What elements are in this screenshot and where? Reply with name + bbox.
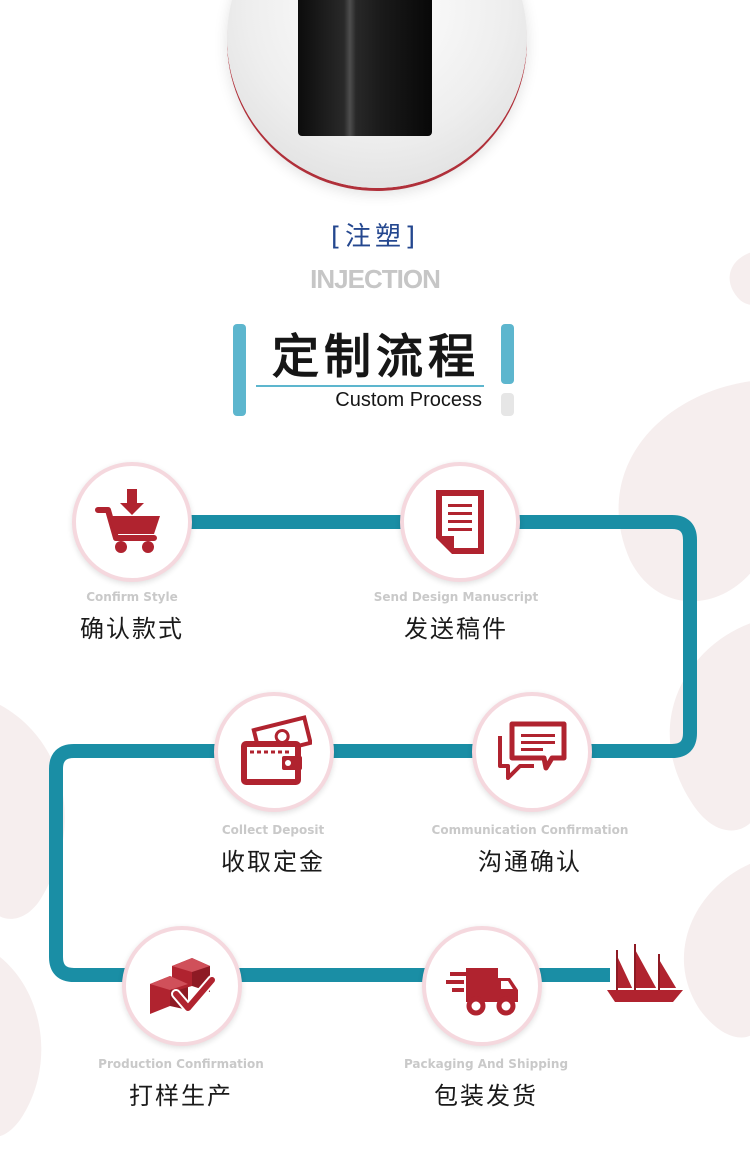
shopping-cart-icon bbox=[95, 489, 160, 553]
step-send-design bbox=[400, 462, 520, 582]
step-communication bbox=[472, 692, 592, 812]
step-label-en: Packaging And Shipping bbox=[403, 1057, 569, 1071]
step-label-en: Confirm Style bbox=[86, 590, 178, 604]
wallet-money-icon bbox=[241, 715, 312, 785]
step-packaging-shipping bbox=[422, 926, 542, 1046]
step-label-en: Communication Confirmation bbox=[431, 823, 629, 837]
delivery-truck-icon bbox=[446, 968, 518, 1016]
category-label-en: INJECTION bbox=[310, 264, 441, 294]
step-label-en: Collect Deposit bbox=[221, 823, 325, 837]
section-divider bbox=[256, 385, 484, 387]
step-label-cn: 发送稿件 bbox=[404, 615, 508, 643]
step-label-cn: 收取定金 bbox=[221, 848, 325, 876]
section-bar-right bbox=[501, 324, 514, 384]
step-label-cn: 包装发货 bbox=[434, 1082, 538, 1110]
product-bottle bbox=[298, 0, 432, 136]
step-label-cn: 确认款式 bbox=[80, 615, 184, 643]
section-subtitle: Custom Process bbox=[335, 389, 482, 411]
category-label: [注塑] bbox=[330, 222, 420, 252]
step-confirm-style bbox=[72, 462, 192, 582]
section-title: 定制流程 bbox=[272, 330, 480, 385]
boxes-check-icon bbox=[150, 958, 217, 1014]
sailing-ship-icon bbox=[607, 944, 683, 1002]
step-collect-deposit bbox=[214, 692, 334, 812]
section-bar-right-grey bbox=[501, 393, 514, 416]
section-bar-left bbox=[233, 324, 246, 416]
step-label-en: Send Design Manuscript bbox=[373, 590, 539, 604]
step-label-cn: 沟通确认 bbox=[478, 848, 582, 876]
step-production bbox=[122, 926, 242, 1046]
step-label-en: Production Confirmation bbox=[98, 1057, 264, 1071]
document-icon bbox=[436, 490, 484, 554]
step-label-cn: 打样生产 bbox=[129, 1082, 233, 1110]
chat-bubbles-icon bbox=[498, 721, 567, 780]
